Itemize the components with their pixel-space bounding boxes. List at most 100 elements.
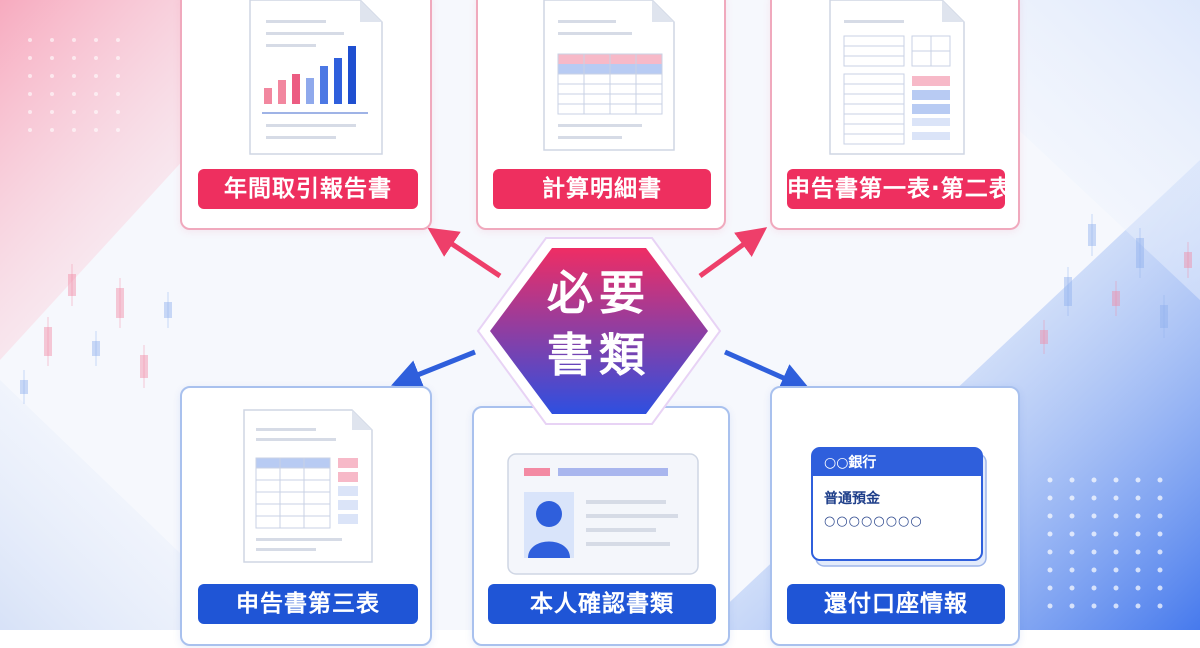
pattern-dot: [1113, 603, 1119, 609]
pattern-dot: [50, 92, 54, 96]
pattern-dot: [1113, 477, 1119, 483]
candle-body: [1184, 252, 1192, 268]
label-tax-return-first-second: 申告書第一表·第二表: [787, 169, 1012, 209]
candle-body: [140, 355, 148, 378]
pattern-dot: [94, 110, 98, 114]
candle-body: [44, 327, 52, 356]
pattern-dot: [94, 74, 98, 78]
pattern-dot: [1047, 567, 1053, 573]
pattern-dot: [1047, 531, 1053, 537]
hub-title: 必要 書類: [474, 262, 724, 386]
pattern-dot: [28, 110, 32, 114]
pattern-dot: [94, 56, 98, 60]
hub-title-line2: 書類: [547, 328, 651, 382]
tax-form-third-icon: [243, 409, 373, 563]
pattern-dot: [1047, 477, 1053, 483]
pattern-dot: [1135, 495, 1141, 501]
candlestick-decoration-left: [20, 264, 172, 404]
pattern-dot: [116, 110, 120, 114]
candle-body: [68, 274, 76, 296]
label-identity-documents: 本人確認書類: [488, 584, 716, 624]
pattern-dot: [116, 92, 120, 96]
pattern-dot: [1135, 477, 1141, 483]
candle-body: [20, 380, 28, 394]
pattern-dot: [1135, 549, 1141, 555]
candle-body: [1040, 330, 1048, 344]
pattern-dot: [1069, 477, 1075, 483]
candle-body: [1136, 238, 1144, 268]
pattern-dot: [1157, 585, 1163, 591]
required-documents-hub: [476, 237, 722, 425]
candle-body: [116, 288, 124, 318]
candle-body: [1112, 291, 1120, 306]
pattern-dot: [1069, 531, 1075, 537]
pattern-dot: [1047, 513, 1053, 519]
pattern-dot: [1135, 603, 1141, 609]
pattern-dot: [1069, 567, 1075, 573]
pattern-dot: [72, 110, 76, 114]
pattern-dot: [94, 38, 98, 42]
pattern-dot: [1047, 495, 1053, 501]
pattern-dot: [1091, 567, 1097, 573]
pattern-dot: [1091, 585, 1097, 591]
pattern-dot: [94, 128, 98, 132]
label-refund-account-info: 還付口座情報: [787, 584, 1005, 624]
candle-body: [1088, 224, 1096, 246]
pattern-dot: [94, 92, 98, 96]
account-type-text: 普通預金: [824, 491, 880, 507]
pattern-dot: [1091, 531, 1097, 537]
pattern-dot: [116, 74, 120, 78]
pattern-dot: [1113, 585, 1119, 591]
pattern-dot: [1113, 495, 1119, 501]
label-calculation-statement: 計算明細書: [493, 169, 711, 209]
pattern-dot: [50, 128, 54, 132]
pattern-dot: [1069, 585, 1075, 591]
pattern-dot: [1091, 513, 1097, 519]
label-annual-trade-report: 年間取引報告書: [198, 169, 418, 209]
pattern-dot: [1135, 567, 1141, 573]
pattern-dot: [1047, 549, 1053, 555]
pattern-dot: [1157, 531, 1163, 537]
card-tax-return-first-second: 申告書第一表·第二表: [770, 0, 1020, 230]
pattern-dot: [28, 128, 32, 132]
pattern-dot: [1135, 531, 1141, 537]
pattern-dot: [1091, 603, 1097, 609]
pattern-dot: [1113, 531, 1119, 537]
candle-body: [1064, 277, 1072, 306]
arrow-to-annual-report: [427, 227, 502, 279]
pattern-dot: [28, 56, 32, 60]
pattern-dot: [72, 128, 76, 132]
report-with-bar-chart-icon: [249, 0, 383, 155]
pattern-dot: [50, 56, 54, 60]
pattern-dot: [1157, 513, 1163, 519]
pattern-dot: [50, 110, 54, 114]
pattern-dot: [1047, 585, 1053, 591]
card-refund-account-info: ○○銀行 普通預金 ○○○○○○○○ 還付口座情報: [770, 386, 1020, 646]
pattern-dot: [116, 128, 120, 132]
pattern-dot: [28, 74, 32, 78]
pattern-dot: [1091, 477, 1097, 483]
tax-form-document-icon: [829, 0, 965, 155]
pattern-dot: [116, 38, 120, 42]
candle-body: [164, 302, 172, 318]
pattern-dot: [1069, 495, 1075, 501]
candle-body: [92, 341, 100, 356]
pattern-dot: [1069, 603, 1075, 609]
account-number-text: ○○○○○○○○: [824, 514, 923, 529]
card-identity-documents: 本人確認書類: [472, 406, 730, 646]
pattern-dot: [1069, 549, 1075, 555]
arrow-to-return-third: [391, 349, 476, 389]
card-tax-return-third: 申告書第三表: [180, 386, 432, 646]
spreadsheet-document-icon: [543, 0, 675, 151]
pattern-dot: [1113, 513, 1119, 519]
pattern-dot: [72, 38, 76, 42]
label-tax-return-third: 申告書第三表: [198, 584, 418, 624]
pattern-dot: [1047, 603, 1053, 609]
card-calculation-statement: 計算明細書: [476, 0, 726, 230]
card-annual-trade-report: 年間取引報告書: [180, 0, 432, 230]
pattern-dot: [72, 74, 76, 78]
pattern-dot: [1157, 495, 1163, 501]
id-card-icon: [507, 453, 699, 575]
pattern-dot: [72, 92, 76, 96]
pattern-dot: [116, 56, 120, 60]
